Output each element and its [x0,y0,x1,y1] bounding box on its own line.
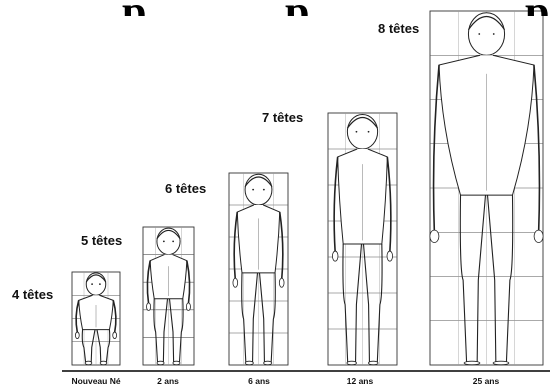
figure-hand [147,303,151,311]
figure-right-arm-6-years [280,212,283,280]
figure-left-leg-12-years [343,244,362,363]
figure-head-25-years [468,13,504,55]
heads-label-2-years: 5 têtes [81,233,122,248]
figure-left-leg-6-years [242,273,258,363]
heads-label-6-years: 6 têtes [165,181,206,196]
figure-foot [347,361,357,365]
figure-head-newborn [86,273,106,295]
heads-label-25-years: 8 têtes [378,21,419,36]
figure-right-arm-25-years [534,65,539,233]
figure-hand [430,230,439,242]
figure-hand [332,251,338,261]
figure-left-arm-newborn [76,300,79,332]
figure-foot [173,361,180,365]
figure-foot [85,361,92,365]
figure-left-leg-2-years [154,299,168,363]
figure-eye [99,283,101,285]
figure-right-leg-12-years [364,244,383,363]
figure-left-arm-6-years [234,212,237,280]
figure-right-leg-6-years [260,273,276,363]
figure-eye [163,240,165,242]
figure-hand [75,332,79,339]
figure-eye [368,131,370,133]
figure-foot [464,361,480,365]
figure-head-12-years [347,114,377,149]
age-label-6-years: 6 ans [248,376,270,386]
figure-hand [534,230,543,242]
figure-right-arm-12-years [387,157,391,253]
age-label-2-years: 2 ans [157,376,179,386]
figure-eye [263,189,265,191]
figure-left-arm-12-years [334,157,338,253]
age-label-newborn: Nouveau Né [71,376,120,386]
figure-eye [478,33,480,35]
figure-hand [279,278,284,287]
figure-hand [186,303,190,311]
figure-eye [91,283,93,285]
figure-right-leg-25-years [488,195,513,363]
figure-foot [493,361,509,365]
figure-foot [264,361,272,365]
heads-label-12-years: 7 têtes [262,110,303,125]
figure-eye [172,240,174,242]
figure-left-arm-25-years [434,65,439,233]
figure-foot [245,361,253,365]
figure-foot [157,361,164,365]
figure-foot [368,361,378,365]
heads-label-newborn: 4 têtes [12,287,53,302]
figure-eye [493,33,495,35]
figure-hand [233,278,238,287]
figure-eye [356,131,358,133]
age-label-12-years: 12 ans [347,376,373,386]
figure-right-arm-newborn [113,300,116,332]
figure-head-6-years [245,174,272,205]
figure-hand [387,251,393,261]
figure-left-leg-25-years [460,195,485,363]
figure-foot [100,361,107,365]
figure-eye [252,189,254,191]
cropped-title-fragment: p p p [0,0,555,16]
age-label-25-years: 25 ans [473,376,499,386]
figure-hand [113,332,117,339]
figure-right-leg-2-years [170,299,184,363]
figure-head-2-years [157,228,180,254]
